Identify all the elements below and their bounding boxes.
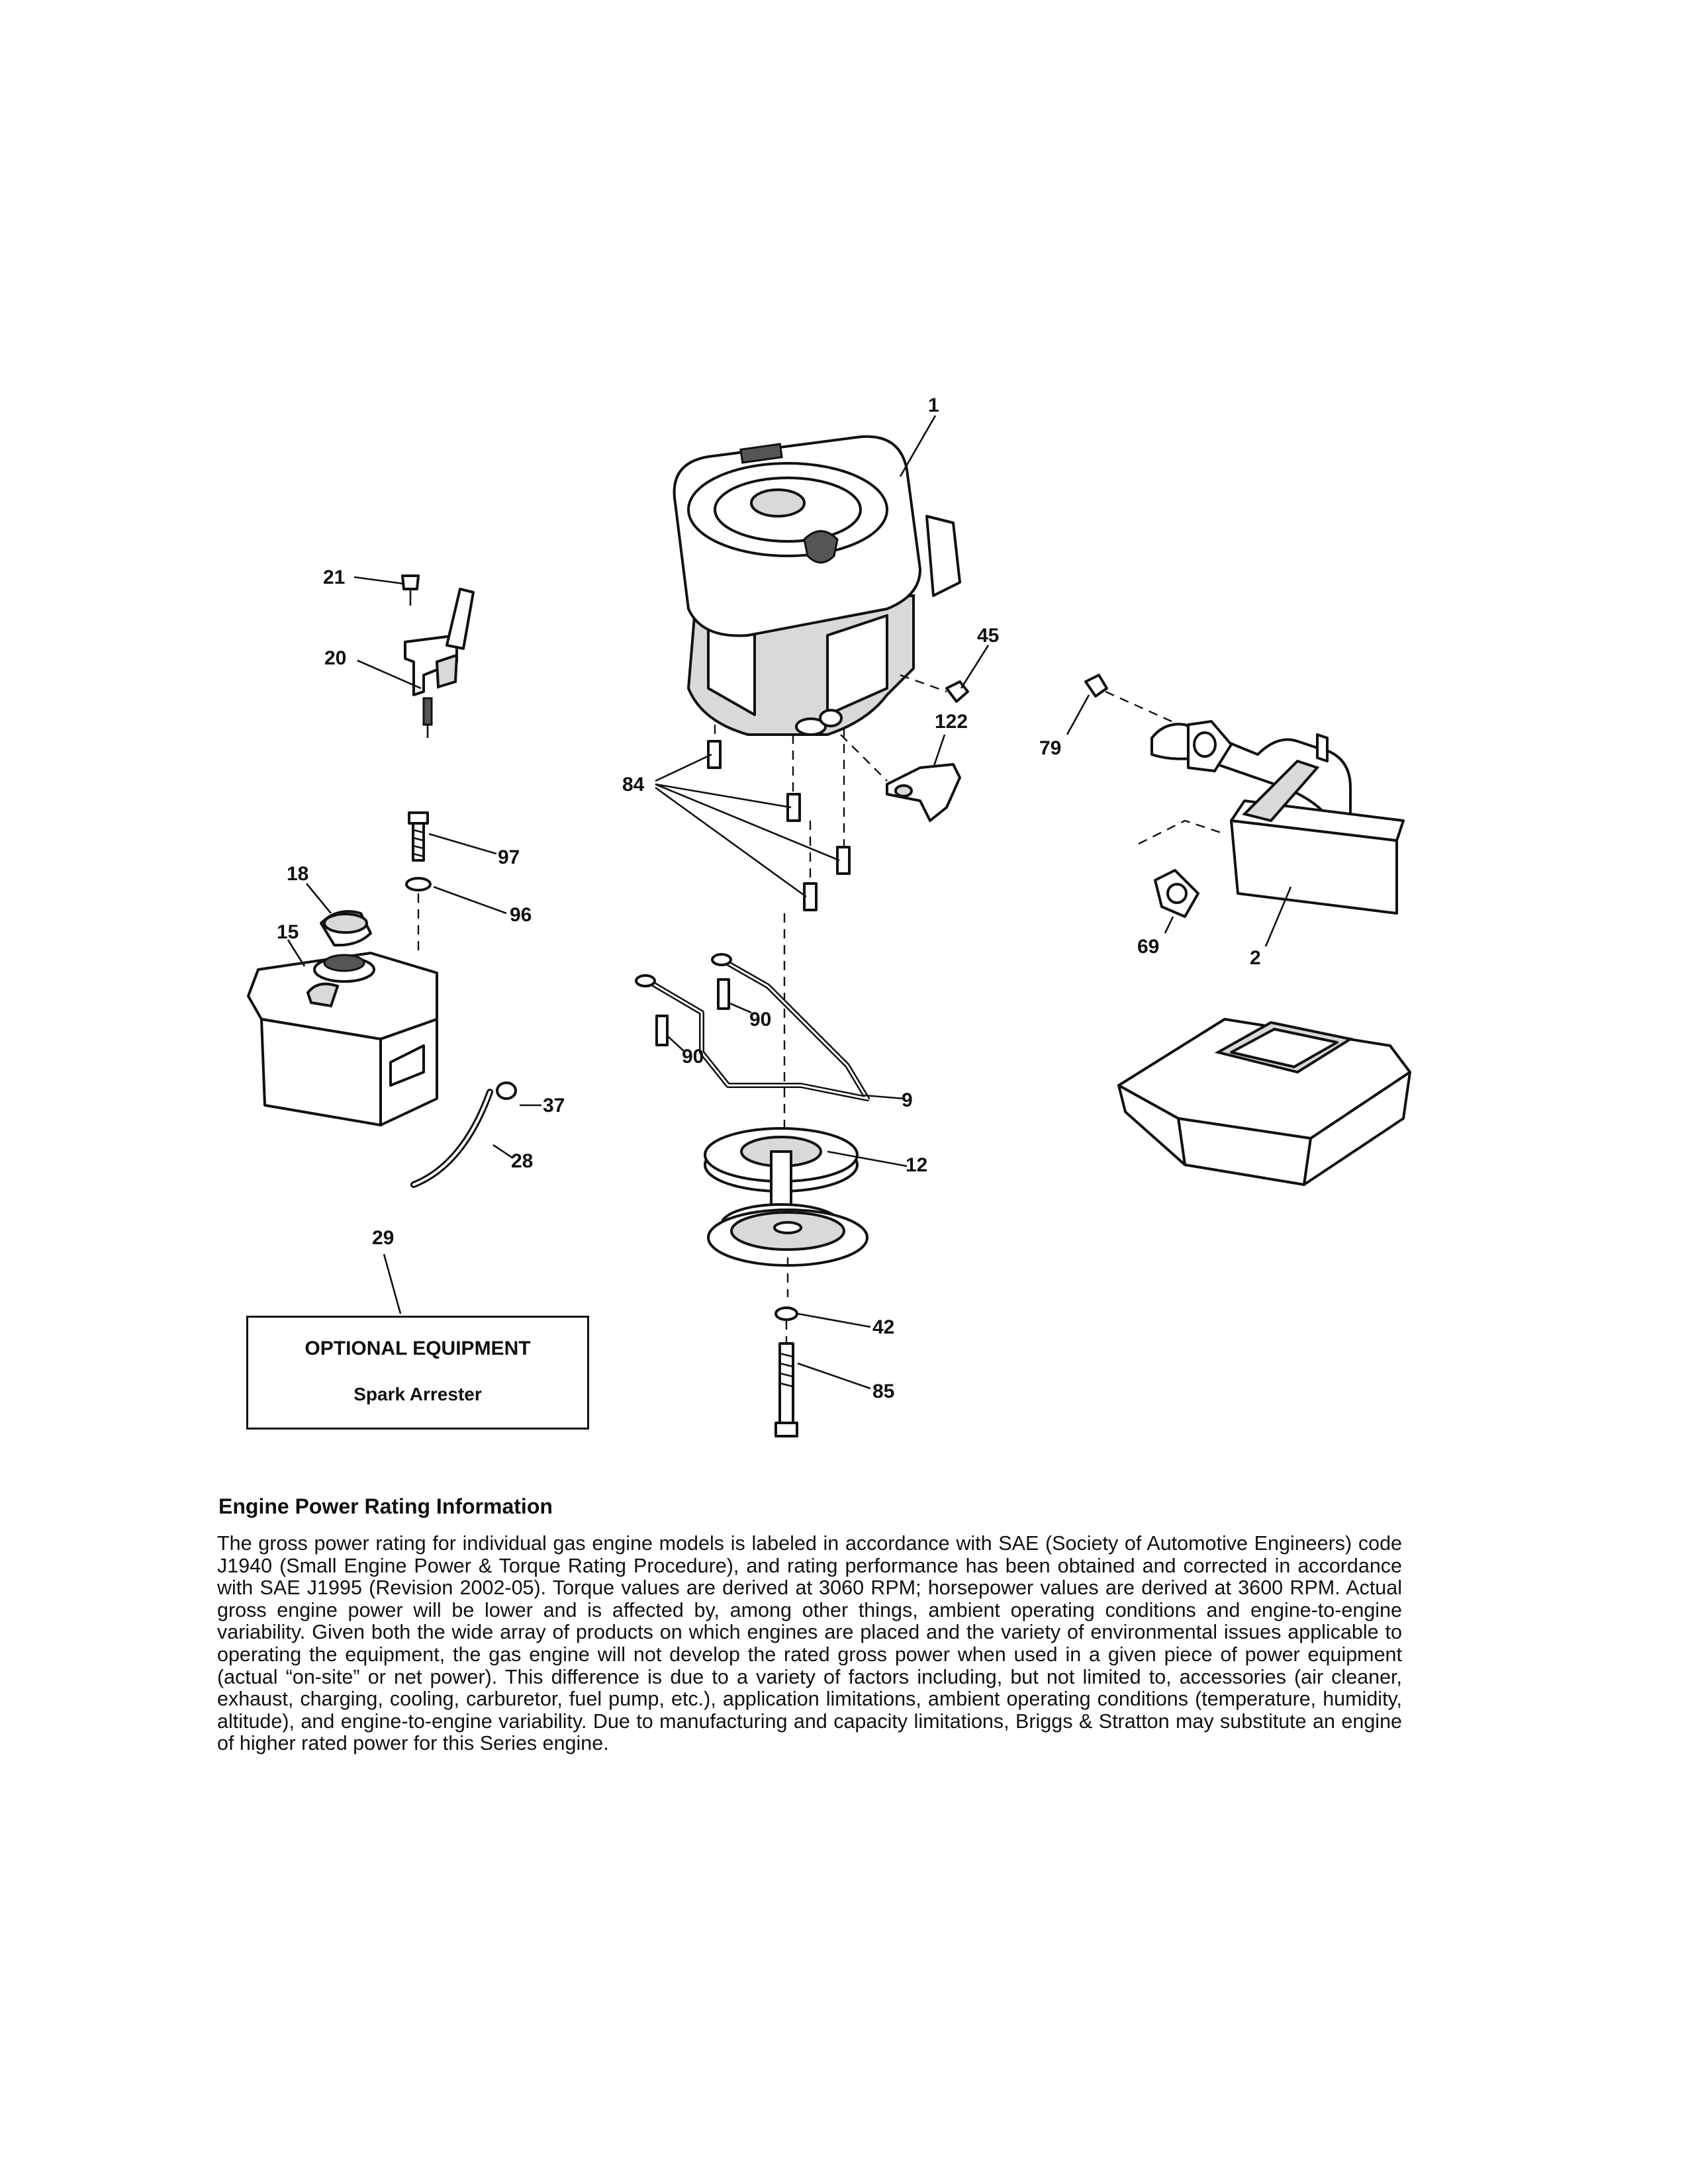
callout-15: 15 — [277, 921, 299, 943]
fuel-cap — [320, 910, 372, 947]
callout-numbers: 1 21 20 45 122 79 84 97 18 96 15 69 2 90… — [277, 394, 1261, 1402]
optional-equipment-box: OPTIONAL EQUIPMENT Spark Arrester — [246, 1316, 589, 1430]
callout-96: 96 — [510, 904, 532, 926]
callout-97: 97 — [498, 846, 520, 868]
callout-12: 12 — [906, 1154, 927, 1176]
callout-85: 85 — [872, 1381, 894, 1402]
belt-guide — [635, 953, 870, 1101]
callout-20: 20 — [324, 647, 346, 669]
optional-equipment-item: Spark Arrester — [353, 1384, 482, 1404]
rating-heading: Engine Power Rating Information — [218, 1494, 553, 1518]
callout-18: 18 — [287, 863, 308, 885]
callout-90-lower: 90 — [682, 1046, 704, 1068]
engine-bolts — [707, 725, 851, 1138]
callout-84: 84 — [622, 774, 645, 796]
engine-parts-diagram: 1 21 20 45 122 79 84 97 18 96 15 69 2 90… — [247, 394, 1411, 1437]
rating-body: The gross power rating for individual ga… — [217, 1532, 1402, 1755]
fuel-tank — [247, 952, 438, 1126]
callout-122: 122 — [935, 711, 968, 733]
throttle-control — [401, 574, 475, 738]
fuel-line — [410, 1081, 517, 1188]
callout-9: 9 — [902, 1089, 913, 1111]
muffler-assembly — [1084, 674, 1405, 918]
callout-90-upper: 90 — [749, 1009, 771, 1030]
callout-28: 28 — [511, 1150, 533, 1172]
callout-21: 21 — [323, 567, 345, 588]
engine-assembly — [673, 435, 961, 736]
callout-45: 45 — [977, 625, 999, 647]
callout-42: 42 — [872, 1316, 894, 1338]
callout-69: 69 — [1137, 936, 1159, 958]
washer-and-bolt — [774, 1306, 798, 1437]
screw-and-washer — [405, 811, 432, 953]
optional-equipment-title: OPTIONAL EQUIPMENT — [305, 1338, 531, 1359]
chassis-frame — [1117, 1018, 1411, 1186]
callout-1: 1 — [928, 394, 939, 416]
callout-2: 2 — [1250, 947, 1261, 969]
leader-lines — [287, 415, 1292, 1390]
callout-29: 29 — [372, 1227, 394, 1249]
callout-37: 37 — [543, 1095, 565, 1116]
callout-79: 79 — [1039, 737, 1061, 759]
pulley — [704, 1127, 868, 1297]
